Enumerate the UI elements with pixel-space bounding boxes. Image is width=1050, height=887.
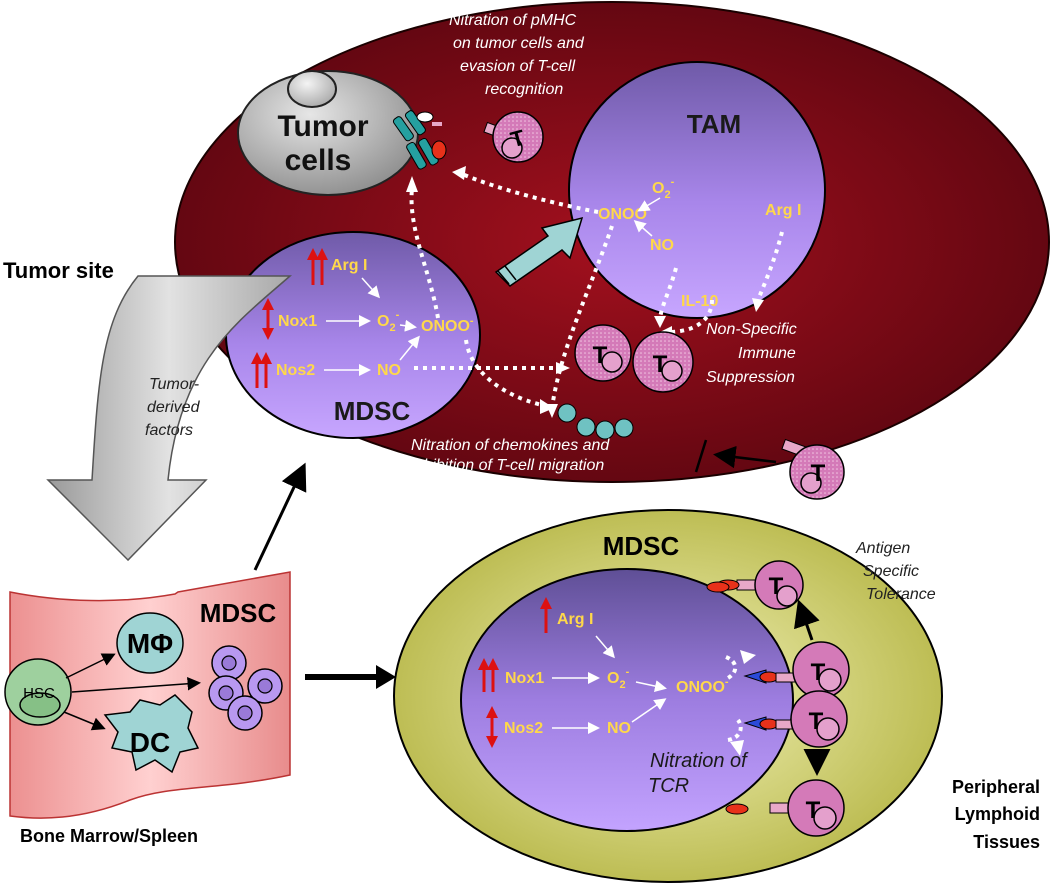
t-cell-lymph-mid2: T	[790, 690, 848, 748]
nitration-pmhc-label-3: evasion of T-cell	[460, 58, 575, 75]
marrow-to-tumor-arrow	[253, 462, 307, 571]
tumor-site-label: Tumor site	[3, 258, 114, 283]
dendritic-cell	[103, 694, 200, 774]
t-cell-lymph-mid: T	[792, 641, 850, 699]
mdsc-marrow-label: MDSC	[200, 598, 277, 628]
mdsc-lymph-nos2: Nos2	[504, 720, 543, 737]
tam-label: TAM	[687, 109, 741, 139]
antigen-label-1: Antigen	[855, 540, 910, 557]
nonspecific-label-1: Non-Specific	[706, 321, 797, 338]
tumor-derived-label-3: factors	[145, 422, 193, 439]
mdsc-lymph-arg: Arg I	[557, 611, 593, 628]
tumor-derived-label-2: derived	[147, 399, 201, 416]
tumor-derived-label-1: Tumor-	[149, 376, 199, 393]
updown-arrow-icon	[262, 298, 274, 340]
svg-text:T: T	[769, 573, 784, 600]
block-bar	[694, 439, 708, 473]
antigen-dot	[706, 581, 730, 593]
t-cell-lymph-bottom: T	[725, 779, 845, 837]
updown-arrow-icon	[486, 706, 498, 748]
tam-il10: IL-10	[681, 293, 718, 310]
svg-text:T: T	[593, 342, 608, 369]
up-arrow-icon	[307, 248, 328, 285]
mphi-label: MΦ	[127, 628, 173, 659]
antigen-label-3: Tolerance	[866, 586, 936, 603]
nitration-pmhc-label-4: recognition	[485, 81, 563, 98]
nitration-tcr-label-1: Nitration of	[650, 750, 749, 772]
tumor-derived-factors-arrow	[46, 275, 292, 562]
pmhc-receptor-icon	[392, 110, 447, 170]
mdsc-lymph-no: NO	[607, 720, 631, 737]
dashed-arrowheads	[406, 166, 764, 418]
mdsc-lymph-o2: O2-	[607, 666, 630, 691]
mdsc-lymph-nox1: Nox1	[505, 670, 544, 687]
up-arrow-icon	[251, 352, 272, 388]
tam-arg: Arg I	[765, 202, 801, 219]
mdsc-tumor-label: MDSC	[334, 396, 411, 426]
svg-text:T: T	[811, 460, 826, 487]
mdsc-tumor-arg: Arg I	[331, 257, 367, 274]
dashed-arrows	[409, 172, 784, 409]
up-arrow-icon	[540, 597, 552, 633]
chemokine-label-2: inhibition of T-cell migration	[411, 457, 604, 474]
tam-no: NO	[650, 237, 674, 254]
t-cell-suppressed: T	[632, 331, 694, 393]
bone-marrow-label: Bone Marrow/Spleen	[20, 826, 198, 846]
macrophage-cell	[116, 612, 184, 674]
peripheral-label-3: Tissues	[973, 832, 1040, 852]
nitration-pmhc-label-1: Nitration of pMHC	[449, 12, 577, 29]
tam-onoo: ONOO-	[598, 203, 651, 223]
nitration-pmhc-label-2: on tumor cells and	[453, 35, 585, 52]
nitration-tcr-label-2: TCR	[648, 775, 689, 797]
mdsc-tumor-nos2: Nos2	[276, 362, 315, 379]
up-arrow-icon	[478, 658, 499, 692]
t-cell-top: T	[483, 111, 544, 163]
bone-marrow-vessel	[9, 571, 291, 819]
chemokine-dots	[557, 403, 634, 440]
mdsc-to-tam-arrow	[494, 216, 584, 287]
tumor-cells-label-2: cells	[285, 144, 352, 177]
tcr-receptor-icon	[743, 669, 797, 731]
hsc-label: HSC	[23, 685, 55, 702]
svg-text:T: T	[811, 659, 826, 686]
t-cell-lymph-top: T	[716, 560, 804, 610]
mdsc-cluster	[208, 645, 283, 731]
antigen-label-2: Specific	[863, 563, 919, 580]
chemokine-label-1: Nitration of chemokines and	[411, 437, 610, 454]
tam-o2: O2-	[652, 176, 675, 201]
mdsc-tumor-nox1: Nox1	[278, 313, 317, 330]
t-cell-suppressed: T	[574, 324, 632, 382]
nonspecific-label-3: Suppression	[706, 369, 795, 386]
nonspecific-label-2: Immune	[738, 345, 796, 362]
mdsc-tumor-no: NO	[377, 362, 401, 379]
tam-cell	[568, 61, 826, 319]
mdsc-tumor-onoo: ONOO-	[421, 315, 474, 335]
svg-text:T: T	[653, 351, 668, 378]
svg-text:T: T	[806, 797, 821, 824]
mdsc-lymph-label: MDSC	[603, 531, 680, 561]
mdsc-tumor-o2: O2-	[377, 309, 400, 334]
tumor-cells-label-1: Tumor	[277, 110, 368, 143]
mdsc-lymph-cell	[460, 568, 794, 832]
peripheral-label-1: Peripheral	[952, 777, 1040, 797]
svg-text:T: T	[809, 708, 824, 735]
tumor-cell-nucleus	[287, 70, 337, 108]
dc-label: DC	[130, 727, 170, 758]
mdsc-lymph-onoo: ONOO-	[676, 676, 729, 696]
peripheral-label-2: Lymphoid	[955, 804, 1040, 824]
blocked-migration-arrow	[713, 445, 777, 469]
t-cell-outside: T	[781, 438, 845, 500]
